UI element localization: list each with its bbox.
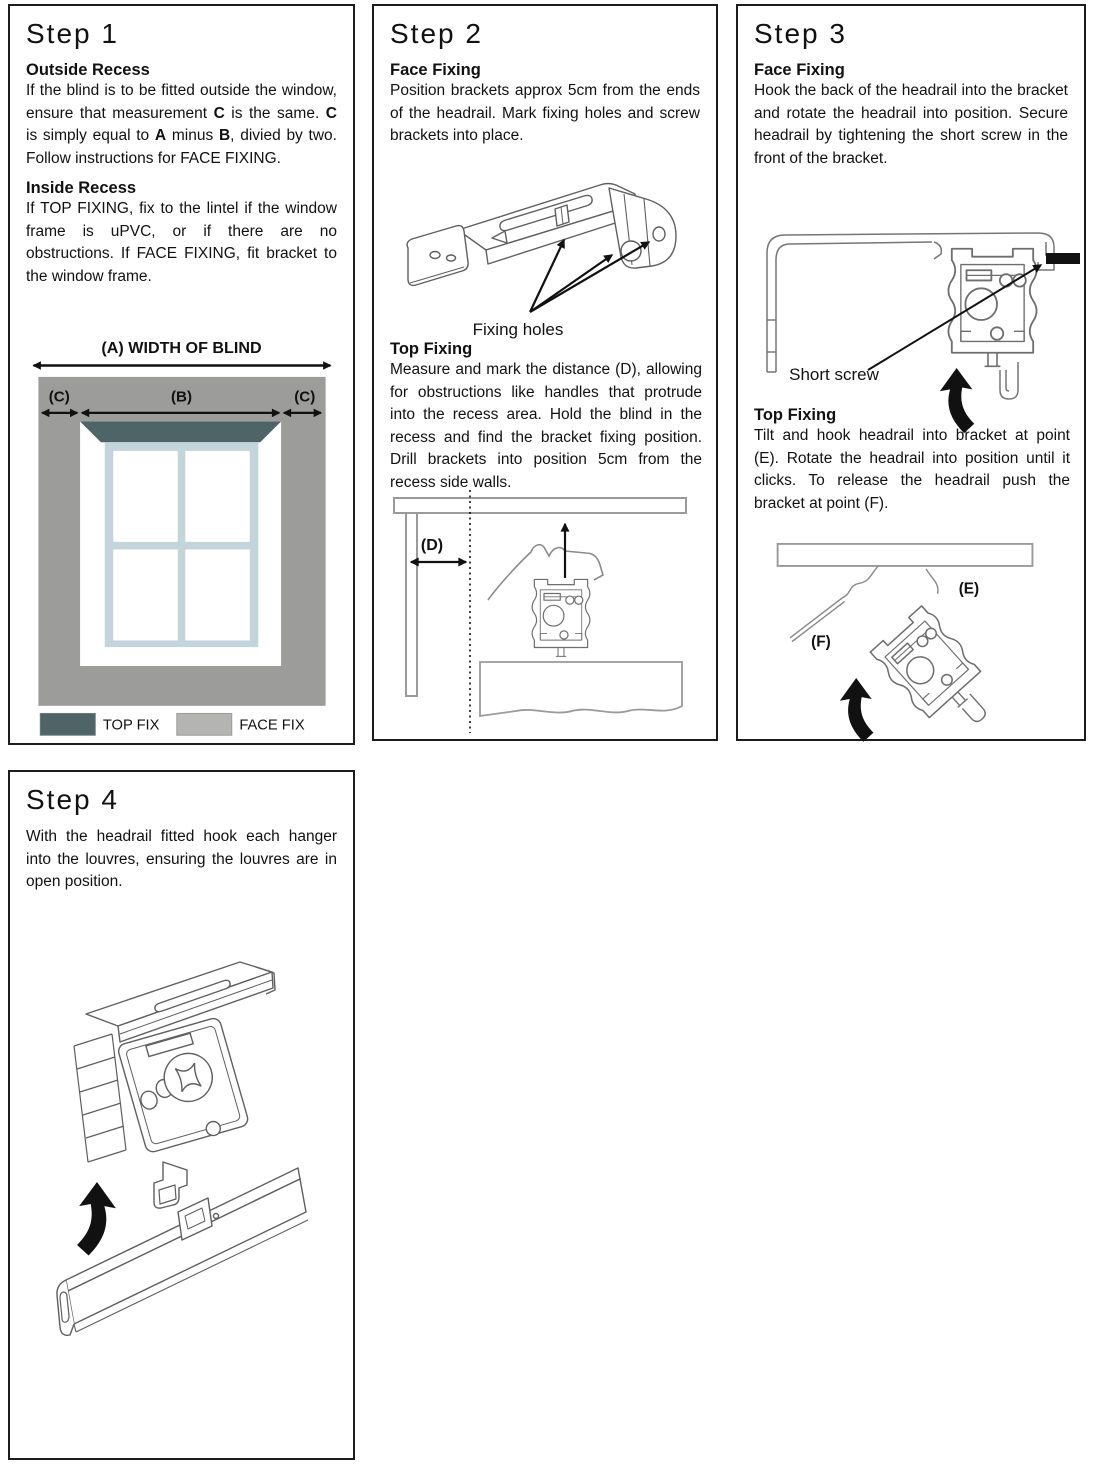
headrail-cross-section xyxy=(531,578,591,657)
face-fix-bracket-drawing xyxy=(406,182,677,287)
step3-face-fixing-diagram: Short screw xyxy=(766,232,1080,434)
ceiling-drawing xyxy=(776,542,1034,567)
step2-title: Step 2 xyxy=(390,18,483,49)
step2-face-fixing-heading: Face Fixing xyxy=(390,61,481,80)
louvre-drawing xyxy=(479,661,683,718)
step2-top-fixing-diagram: (D) xyxy=(393,490,687,733)
louvre-hook-drawing xyxy=(153,1161,188,1209)
headrail-isometric-drawing xyxy=(85,961,276,1043)
step2-top-fixing-block: Top Fixing Measure and mark the distance… xyxy=(390,339,702,502)
step1-title: Step 1 xyxy=(26,18,119,49)
step2-top-fixing-heading: Top Fixing xyxy=(390,340,473,358)
step3-face-fixing-heading: Face Fixing xyxy=(754,61,845,80)
step1-measurement-diagram: (A) WIDTH OF BLIND (C) (B) (C) TOP FIX xyxy=(32,339,332,736)
fixing-holes-label: Fixing holes xyxy=(473,320,564,339)
top-fix-legend-label: TOP FIX xyxy=(103,718,160,734)
release-bracket-drawing xyxy=(789,565,879,643)
step1-outside-recess-heading: Outside Recess xyxy=(26,61,150,80)
hanger-truck-drawing xyxy=(117,1017,249,1153)
top-fix-bracket-drawing xyxy=(487,543,604,601)
distance-d-label: (D) xyxy=(421,537,443,554)
top-fix-zone-shape xyxy=(80,421,282,443)
step1-inside-recess-heading: Inside Recess xyxy=(26,179,137,198)
face-fix-legend-label: FACE FIX xyxy=(239,718,304,734)
step3-panel: Step 3 Face Fixing Hook the back of the … xyxy=(736,4,1086,742)
step2-face-fixing-text: Position brackets approx 5cm from the en… xyxy=(390,82,700,145)
rotate-up-arrow xyxy=(839,678,874,742)
step4-text: With the headrail fitted hook each hange… xyxy=(26,828,337,891)
width-of-blind-label: (A) WIDTH OF BLIND xyxy=(101,339,261,357)
step4-hanger-louvre-diagram xyxy=(56,961,309,1337)
step3-top-fixing-heading: Top Fixing xyxy=(754,406,837,424)
step1-panel: Step 1 Outside Recess If the blind is to… xyxy=(8,4,355,745)
step4-panel: Step 4 With the headrail fitted hook eac… xyxy=(8,770,355,1460)
hook-up-arrow xyxy=(77,1182,116,1256)
step2-top-fixing-text: Measure and mark the distance (D), allow… xyxy=(390,361,702,491)
fixing-holes-arrows xyxy=(529,238,651,313)
step1-inside-recess-text: If TOP FIXING, fix to the lintel if the … xyxy=(26,200,337,285)
top-fix-legend-swatch xyxy=(39,712,96,736)
short-screw-shape xyxy=(1046,253,1080,264)
window-panes xyxy=(113,450,250,641)
tilted-headrail-drawing xyxy=(867,603,992,729)
step1-outside-recess-text: If the blind is to be fitted outside the… xyxy=(26,82,337,167)
louvre-stack-drawing xyxy=(73,1033,127,1163)
point-f-label: (F) xyxy=(811,633,831,650)
face-fix-legend-swatch xyxy=(176,712,233,736)
dimension-c-right-label: (C) xyxy=(294,389,315,406)
step2-bracket-diagram: Fixing holes xyxy=(406,182,677,339)
short-screw-label: Short screw xyxy=(789,365,879,384)
hook-point-drawing xyxy=(925,568,939,594)
hanger-hook-drawing xyxy=(999,362,1019,400)
step3-top-fixing-diagram: (E) (F) xyxy=(776,542,1034,742)
recess-walls-drawing xyxy=(393,497,687,697)
step2-panel: Step 2 Face Fixing Position brackets app… xyxy=(372,4,718,741)
step3-top-fixing-block: Top Fixing Tilt and hook headrail into b… xyxy=(754,405,1070,523)
point-e-label: (E) xyxy=(959,581,979,598)
step3-title: Step 3 xyxy=(754,18,847,49)
face-fix-bracket-profile-drawing xyxy=(766,232,1055,373)
dimension-c-left-label: (C) xyxy=(49,389,70,406)
dimension-b-label: (B) xyxy=(171,389,192,406)
louvre-slat-drawing xyxy=(56,1167,309,1337)
headrail-cross-section xyxy=(947,247,1038,368)
step3-face-fixing-text: Hook the back of the headrail into the b… xyxy=(754,82,1068,167)
step3-top-fixing-text: Tilt and hook headrail into bracket at p… xyxy=(754,427,1070,512)
short-screw-pointer-arrow xyxy=(867,264,1043,371)
step4-title: Step 4 xyxy=(26,784,119,815)
